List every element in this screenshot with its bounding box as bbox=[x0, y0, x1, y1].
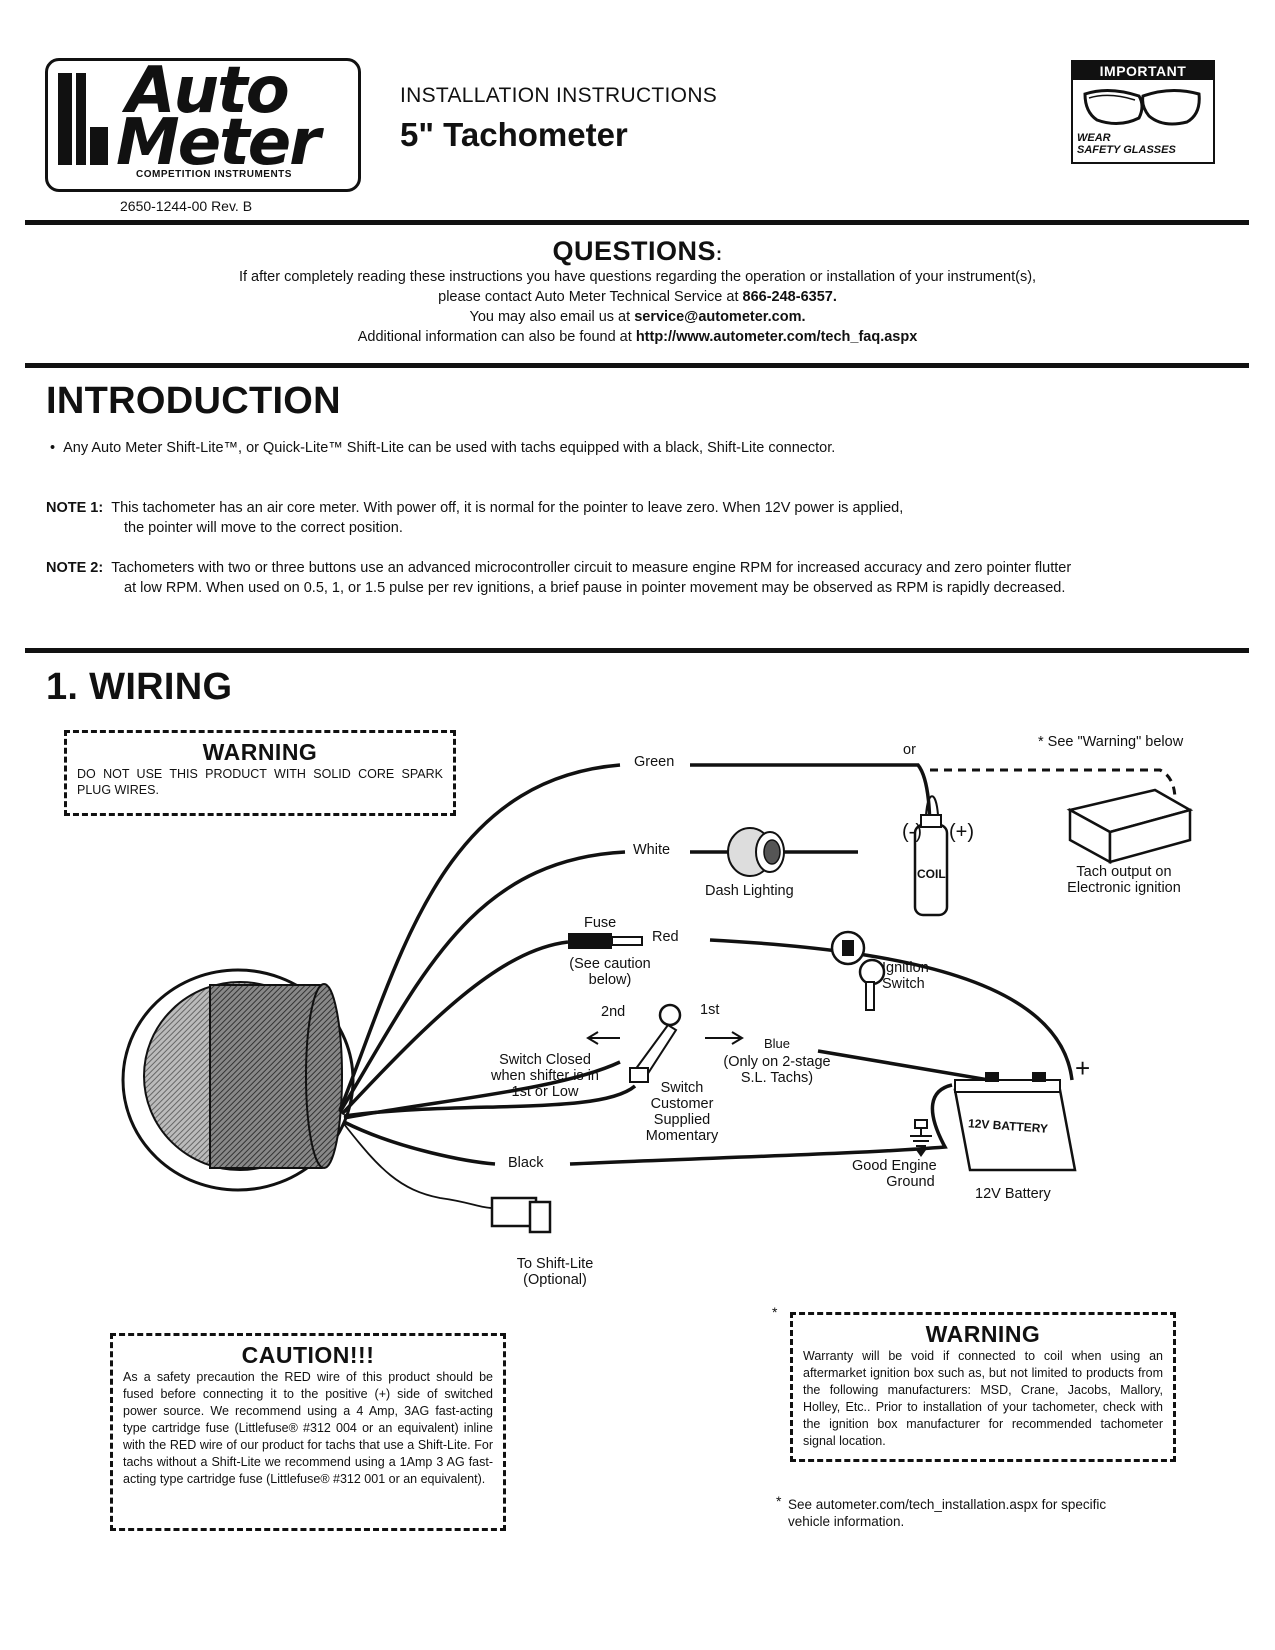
ignition-key-icon bbox=[830, 930, 886, 1011]
label-to-shift-lite: To Shift-Lite(Optional) bbox=[516, 1256, 594, 1288]
note-2: NOTE 2: Tachometers with two or three bu… bbox=[46, 560, 1072, 596]
footnote-text: See autometer.com/tech_installation.aspx… bbox=[788, 1497, 1107, 1529]
label-green: Green bbox=[634, 754, 675, 770]
warning-text: DO NOT USE THIS PRODUCT WITH SOLID CORE … bbox=[77, 767, 443, 797]
logo-word-auto: Auto bbox=[126, 54, 290, 128]
safety-glasses-label: SAFETY GLASSES bbox=[1077, 144, 1176, 156]
black-wire-right bbox=[569, 1083, 953, 1166]
label-1st: 1st bbox=[700, 1002, 720, 1018]
safety-glasses-icon bbox=[1083, 89, 1201, 126]
note-1-label: NOTE 1: bbox=[46, 500, 104, 516]
alt-tach-output-wire bbox=[930, 768, 1177, 801]
label-coil-negative: (-) bbox=[902, 821, 922, 843]
fuse-icon bbox=[568, 933, 612, 949]
logo-gauge-icon bbox=[58, 73, 108, 165]
logo-word-meter: Meter bbox=[116, 106, 321, 180]
label-fuse: Fuse bbox=[584, 915, 617, 931]
tech-faq-url[interactable]: http://www.autometer.com/tech_faq.aspx bbox=[635, 329, 918, 345]
white-wire bbox=[338, 850, 626, 1113]
label-red: Red bbox=[652, 929, 679, 945]
shift-lite-wire bbox=[343, 1123, 493, 1209]
introduction-title: INTRODUCTION bbox=[46, 380, 341, 422]
warranty-warning-title: WARNING bbox=[925, 1321, 1041, 1347]
intro-bullet: • Any Auto Meter Shift-Lite™, or Quick-L… bbox=[50, 440, 836, 456]
warning-asterisk: * bbox=[772, 1304, 778, 1320]
label-coil-positive: (+) bbox=[949, 821, 974, 843]
ground-icon bbox=[910, 1119, 932, 1157]
caution-text: As a safety precaution the RED wire of t… bbox=[123, 1370, 493, 1486]
product-title: 5" Tachometer bbox=[400, 116, 628, 153]
footnote-asterisk: * bbox=[776, 1493, 782, 1509]
red-wire-left bbox=[340, 940, 569, 1116]
coil-icon bbox=[913, 795, 949, 917]
label-blue: Blue bbox=[764, 1036, 791, 1051]
questions-title: QUESTIONS: bbox=[552, 236, 723, 266]
label-12v-battery: 12V Battery bbox=[975, 1186, 1051, 1202]
note-1: NOTE 1: This tachometer has an air core … bbox=[46, 500, 904, 536]
label-dash-lighting: Dash Lighting bbox=[705, 883, 794, 899]
green-wire bbox=[338, 763, 621, 1111]
caution-box: CAUTION!!! As a safety precaution the RE… bbox=[110, 1333, 506, 1531]
questions-line-3: You may also email us at service@automet… bbox=[469, 309, 806, 325]
document-heading: INSTALLATION INSTRUCTIONS bbox=[400, 84, 718, 107]
warning-title: WARNING bbox=[202, 739, 318, 765]
tech-service-phone: 866-248-6357. bbox=[742, 289, 837, 305]
shift-lite-connector-icon bbox=[490, 1196, 552, 1234]
green-wire-to-coil bbox=[690, 763, 932, 841]
caution-title: CAUTION!!! bbox=[241, 1342, 375, 1368]
red-wire-right bbox=[709, 938, 1074, 1081]
dash-light-icon bbox=[727, 827, 785, 877]
battery-icon bbox=[953, 1072, 1077, 1172]
label-battery-positive: + bbox=[1075, 1053, 1091, 1083]
questions-line-2: please contact Auto Meter Technical Serv… bbox=[438, 289, 837, 305]
switch-wire-b bbox=[343, 1060, 621, 1120]
important-safety-glasses-badge: IMPORTANT WEAR SAFETY GLASSES bbox=[1071, 60, 1215, 164]
label-coil: COIL bbox=[917, 867, 946, 881]
ignition-box-icon bbox=[1066, 788, 1194, 865]
label-2nd: 2nd bbox=[601, 1004, 626, 1020]
wear-label: WEAR bbox=[1077, 132, 1111, 144]
warning-box-solid-core: WARNING DO NOT USE THIS PRODUCT WITH SOL… bbox=[64, 730, 456, 816]
label-or: or bbox=[903, 742, 916, 758]
divider bbox=[25, 220, 1249, 225]
auto-meter-logo: Auto Meter COMPETITION INSTRUMENTS bbox=[45, 58, 361, 192]
label-white: White bbox=[633, 842, 671, 858]
questions-line-4: Additional information can also be found… bbox=[357, 329, 918, 345]
divider bbox=[25, 363, 1249, 368]
divider bbox=[25, 648, 1249, 653]
label-see-warning: * See "Warning" below bbox=[1038, 734, 1184, 750]
questions-line-1: If after completely reading these instru… bbox=[238, 269, 1037, 285]
label-black: Black bbox=[508, 1155, 544, 1171]
service-email[interactable]: service@autometer.com. bbox=[634, 309, 806, 325]
shifter-icon bbox=[629, 1003, 682, 1083]
note-2-label: NOTE 2: bbox=[46, 560, 104, 576]
document-number: 2650-1244-00 Rev. B bbox=[120, 198, 253, 214]
black-wire-left bbox=[343, 1120, 496, 1166]
important-label: IMPORTANT bbox=[1073, 62, 1213, 80]
logo-subtitle: COMPETITION INSTRUMENTS bbox=[136, 169, 292, 180]
tachometer-icon bbox=[121, 968, 355, 1192]
wiring-title: 1. WIRING bbox=[46, 666, 233, 708]
warranty-warning-text: Warranty will be void if connected to co… bbox=[803, 1349, 1163, 1448]
questions-section: QUESTIONS: If after completely reading t… bbox=[0, 236, 1275, 347]
warranty-warning-box: WARNING Warranty will be void if connect… bbox=[790, 1312, 1176, 1462]
